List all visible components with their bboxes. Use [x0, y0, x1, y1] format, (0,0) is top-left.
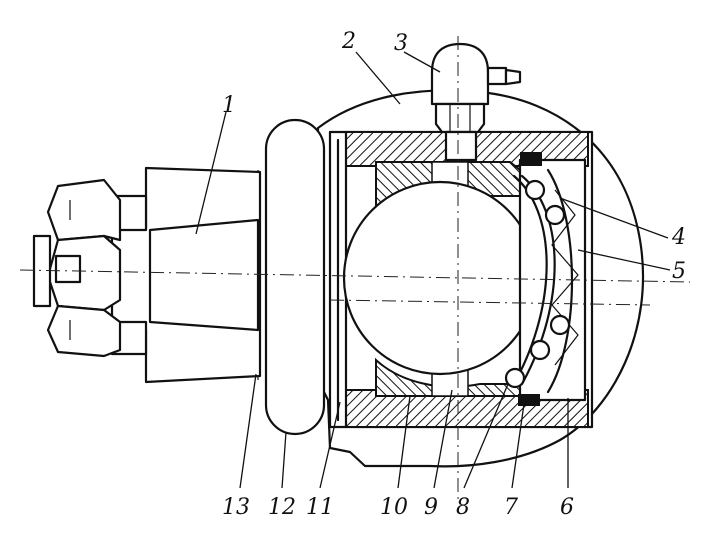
callout-13: 13 — [222, 495, 250, 520]
center-axes — [19, 36, 691, 500]
callout-3: 3 — [394, 31, 408, 56]
callout-8: 8 — [456, 495, 470, 520]
callout-labels: 1 2 3 4 5 6 7 8 9 10 11 12 13 — [222, 29, 686, 520]
callout-7: 7 — [504, 495, 518, 520]
callout-4: 4 — [671, 225, 686, 250]
leader-lines — [195, 51, 671, 489]
callout-9: 9 — [424, 495, 438, 520]
callout-2: 2 — [341, 29, 356, 54]
callout-10: 10 — [380, 495, 408, 520]
callout-12: 12 — [268, 495, 296, 520]
callout-1: 1 — [222, 93, 236, 118]
grease-fitting — [430, 42, 522, 162]
ball-pin-stem — [110, 166, 262, 384]
callout-6: 6 — [560, 495, 574, 520]
callout-11: 11 — [306, 495, 334, 520]
callout-5: 5 — [672, 259, 686, 284]
castle-nut — [32, 178, 122, 358]
dust-boot — [257, 118, 326, 436]
